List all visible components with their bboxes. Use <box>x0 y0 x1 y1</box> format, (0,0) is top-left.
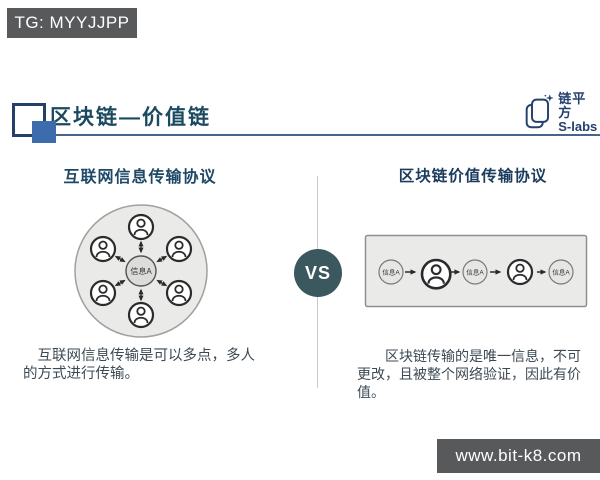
center-info-node-label: 信息A <box>130 266 152 276</box>
chain-info-node-2: 信息A <box>462 259 488 285</box>
chain-info-label-2: 信息A <box>466 268 484 277</box>
chain-info-node-3: 信息A <box>548 259 574 285</box>
slabs-logo-text: 链平方 S-labs <box>558 92 598 134</box>
chain-info-label-3: 信息A <box>552 268 570 277</box>
center-info-node: 信息A <box>125 255 157 287</box>
right-panel-description: 区块链传输的是唯一信息，不可更改，且被整个网络验证，因此有价值。 <box>357 348 581 400</box>
title-block-icon-fill <box>32 121 56 143</box>
person-node-upper-right <box>165 235 193 263</box>
chain-person-node-1 <box>420 258 452 290</box>
tg-contact-badge: TG: MYYJJPP <box>7 8 137 38</box>
network-arrows <box>114 240 168 302</box>
right-panel-heading: 区块链价值传输协议 <box>398 168 548 185</box>
chain-info-node-1: 信息A <box>378 259 404 285</box>
website-badge: www.bit-k8.com <box>437 439 600 473</box>
slabs-logo: 链平方 S-labs <box>522 92 600 134</box>
left-panel-description: 互联网信息传输是可以多点，多人的方式进行传输。 <box>23 348 255 382</box>
logo-name-en: S-labs <box>558 119 598 134</box>
chain-info-label-1: 信息A <box>382 268 400 277</box>
left-panel-heading: 互联网信息传输协议 <box>63 169 217 186</box>
person-node-top <box>127 213 155 241</box>
person-node-lower-right <box>165 279 193 307</box>
blockchain-chain-diagram: 信息A 信息A 信息A <box>364 234 588 308</box>
person-node-lower-left <box>89 279 117 307</box>
title-block-icon-outline <box>12 103 46 137</box>
person-node-bottom <box>127 301 155 329</box>
vs-badge: VS <box>294 249 342 297</box>
slabs-logo-icon <box>525 94 554 129</box>
page-title: 区块链—价值链 <box>50 106 211 129</box>
sparkle-icon <box>545 94 554 102</box>
title-underline <box>44 134 600 136</box>
person-node-upper-left <box>89 235 117 263</box>
chain-person-node-2 <box>506 258 534 286</box>
internet-network-diagram: 信息A <box>74 204 208 338</box>
logo-name-cn: 链平方 <box>558 91 587 120</box>
